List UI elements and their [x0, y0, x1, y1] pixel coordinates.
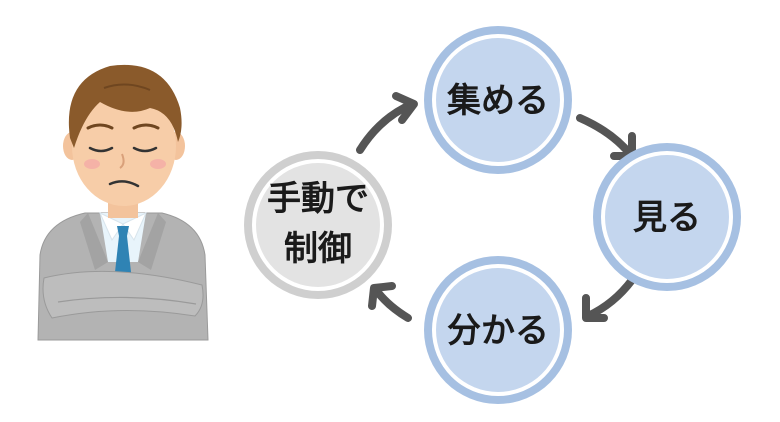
node-understand-label: 分かる — [447, 311, 549, 351]
arrow-see-to-understand — [582, 276, 636, 322]
node-collect-label: 集める — [446, 81, 549, 121]
node-manual-label-line1: 手動で — [267, 179, 369, 219]
node-manual-label-line2: 制御 — [284, 229, 352, 269]
node-manual-control: 手動で 制御 — [244, 151, 392, 299]
arrow-manual-to-collect — [356, 92, 418, 154]
node-understand: 分かる — [424, 256, 572, 404]
arrow-collect-to-see — [576, 114, 636, 160]
node-see: 見る — [593, 143, 741, 291]
node-collect: 集める — [424, 26, 572, 174]
arrow-understand-to-manual — [368, 282, 412, 322]
businessman-illustration — [37, 64, 209, 341]
node-see-label: 見る — [633, 198, 701, 238]
